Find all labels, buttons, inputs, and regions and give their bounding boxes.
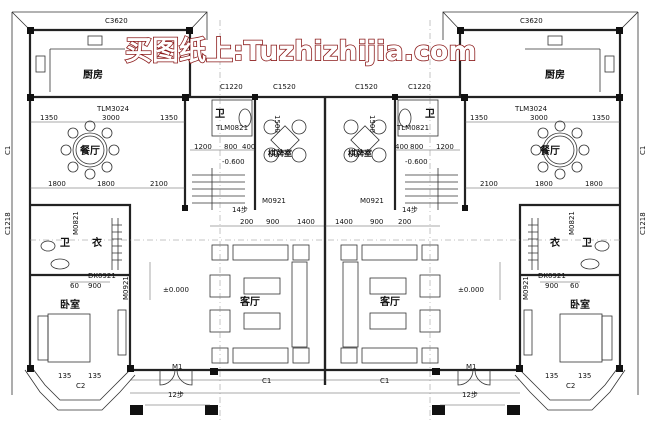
window-label: C1 [380, 377, 389, 385]
dim: 1350 [40, 114, 58, 122]
dim: 800 [224, 143, 237, 151]
dim: 900 [545, 282, 558, 290]
room-dining: 餐厅 [79, 144, 100, 157]
room-kitchen: 厨房 [545, 68, 565, 81]
door-label: TLM3024 [96, 105, 130, 113]
window-label: C1 [4, 146, 12, 155]
room-bedroom: 卧室 [570, 298, 590, 311]
window-label: C1 [639, 146, 647, 155]
dim: 135 [88, 372, 101, 380]
room-bath: 卫 [425, 108, 435, 120]
window-label: C2 [76, 382, 85, 390]
dim: 400 [395, 143, 408, 151]
left-labels: C3620 厨房 TLM3024 1350 3000 1350 餐厅 1800 … [4, 17, 315, 399]
dim: 800 [410, 143, 423, 151]
watermark: 买图纸上:Tuzhizhijia.com [125, 35, 477, 67]
dim: 1500 [368, 115, 376, 133]
door-label: M0821 [72, 211, 80, 235]
level-mark: ±0.000 [458, 286, 484, 294]
dim: 1800 [535, 180, 553, 188]
dim: 900 [370, 218, 383, 226]
dim: 1350 [470, 114, 488, 122]
room-bath: 卫 [582, 237, 592, 249]
stair-label: 14步 [232, 206, 248, 214]
door-label: DK0921 [538, 272, 566, 280]
room-closet: 衣 [550, 236, 560, 249]
dim: 3000 [102, 114, 120, 122]
window-label: C1220 [220, 83, 243, 91]
door-label: M0921 [360, 197, 384, 205]
window-label: C3620 [105, 17, 128, 25]
dim: 900 [266, 218, 279, 226]
dim: 2100 [480, 180, 498, 188]
door-label: M0821 [568, 211, 576, 235]
dim: 135 [58, 372, 71, 380]
stair-label: 12步 [168, 391, 184, 399]
dim: 1350 [160, 114, 178, 122]
window-label: C1218 [4, 212, 12, 235]
room-bath: 卫 [60, 237, 70, 249]
dim: 2100 [150, 180, 168, 188]
door-label: TLM3024 [514, 105, 548, 113]
window-label: C2 [566, 382, 575, 390]
right-unit [323, 10, 640, 422]
door-label: M1 [172, 363, 183, 371]
room-mahjong: 棋牌室 [347, 148, 372, 158]
window-label: C1 [262, 377, 271, 385]
dim: 60 [570, 282, 579, 290]
level-mark: -0.600 [405, 158, 428, 166]
window-label: C1220 [408, 83, 431, 91]
dim: 1800 [48, 180, 66, 188]
dim: 60 [70, 282, 79, 290]
room-closet: 衣 [92, 236, 102, 249]
room-mahjong: 棋牌室 [267, 148, 292, 158]
stair-label: 14步 [402, 206, 418, 214]
room-living: 客厅 [379, 295, 400, 308]
door-label: M0921 [522, 276, 530, 300]
dim: 1200 [194, 143, 212, 151]
level-mark: ±0.000 [163, 286, 189, 294]
level-mark: -0.600 [222, 158, 245, 166]
door-label: M0921 [122, 276, 130, 300]
window-label: C1520 [273, 83, 296, 91]
dim: 3000 [530, 114, 548, 122]
window-label: C1218 [639, 212, 647, 235]
window-label: C1520 [355, 83, 378, 91]
dim: 1200 [436, 143, 454, 151]
room-bath: 卫 [215, 108, 225, 120]
dim: 1400 [297, 218, 315, 226]
door-label: TLM0821 [215, 124, 248, 132]
door-label: M0921 [262, 197, 286, 205]
dim: 135 [545, 372, 558, 380]
stair-label: 12步 [462, 391, 478, 399]
dim: 1500 [273, 115, 281, 133]
dim: 200 [398, 218, 411, 226]
left-unit [10, 10, 327, 422]
room-bedroom: 卧室 [60, 298, 80, 311]
dim: 1400 [335, 218, 353, 226]
dim: 135 [578, 372, 591, 380]
room-living: 客厅 [239, 295, 260, 308]
dim: 400 [242, 143, 255, 151]
door-label: DK0921 [88, 272, 116, 280]
door-label: M1 [466, 363, 477, 371]
dim: 1800 [585, 180, 603, 188]
room-dining: 餐厅 [539, 144, 560, 157]
dim: 1800 [97, 180, 115, 188]
room-kitchen: 厨房 [83, 68, 103, 81]
dim: 200 [240, 218, 253, 226]
dim: 1350 [592, 114, 610, 122]
dim: 900 [88, 282, 101, 290]
window-label: C3620 [520, 17, 543, 25]
right-labels: C3620 厨房 TLM3024 1350 3000 1350 餐厅 2100 … [335, 17, 647, 399]
door-label: TLM0821 [396, 124, 429, 132]
